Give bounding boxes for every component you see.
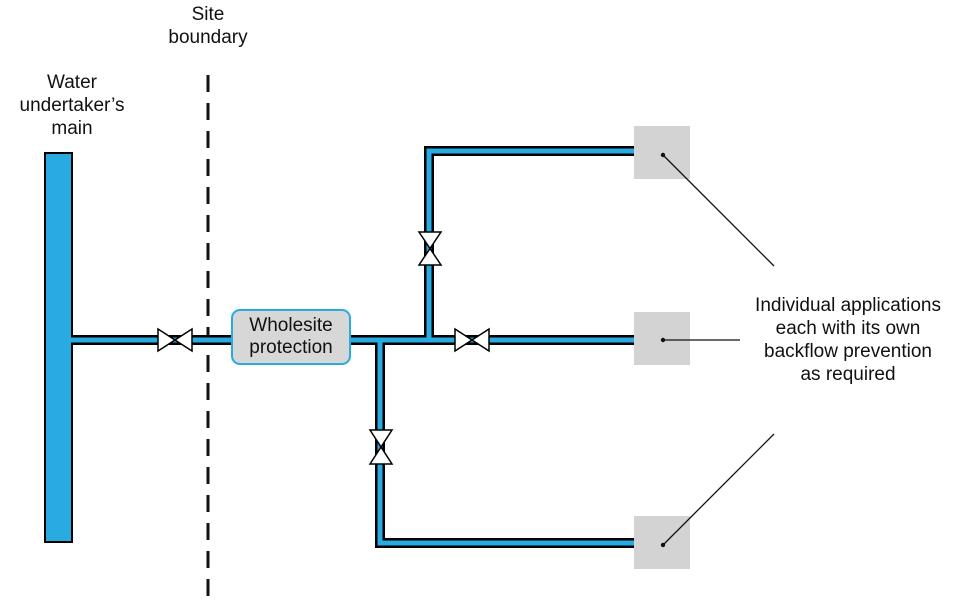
wholesite-label-line: Wholesite [249,315,333,336]
valve-bottom [368,429,394,465]
valve-middle [454,327,490,353]
valve-top [417,231,443,266]
wholesite-protection-box: Wholesite protection [231,309,351,365]
applications-label-line: each with its own [775,318,921,339]
pipe-outlines [71,146,640,548]
valve-main [157,327,193,353]
applications-label-line: as required [800,364,896,385]
site-boundary-label: Site boundary [148,3,268,49]
site-boundary-label-line: boundary [168,27,248,48]
site-boundary-label-line: Site [191,4,225,25]
water-main-label-line: main [51,118,93,139]
pipe-water [70,148,640,546]
application-box-bottom [634,516,690,569]
applications-label-line: Individual applications [755,295,941,316]
water-main-label-line: undertaker’s [19,95,125,116]
wholesite-label-line: protection [249,337,333,358]
applications-label-line: backflow prevention [764,341,932,362]
water-main-label-line: Water [47,72,97,93]
application-box-top [634,126,690,179]
water-main [44,152,73,543]
water-main-label: Water undertaker’s main [2,71,142,140]
leader-lines [662,154,775,546]
applications-label: Individual applications each with its ow… [718,294,960,386]
